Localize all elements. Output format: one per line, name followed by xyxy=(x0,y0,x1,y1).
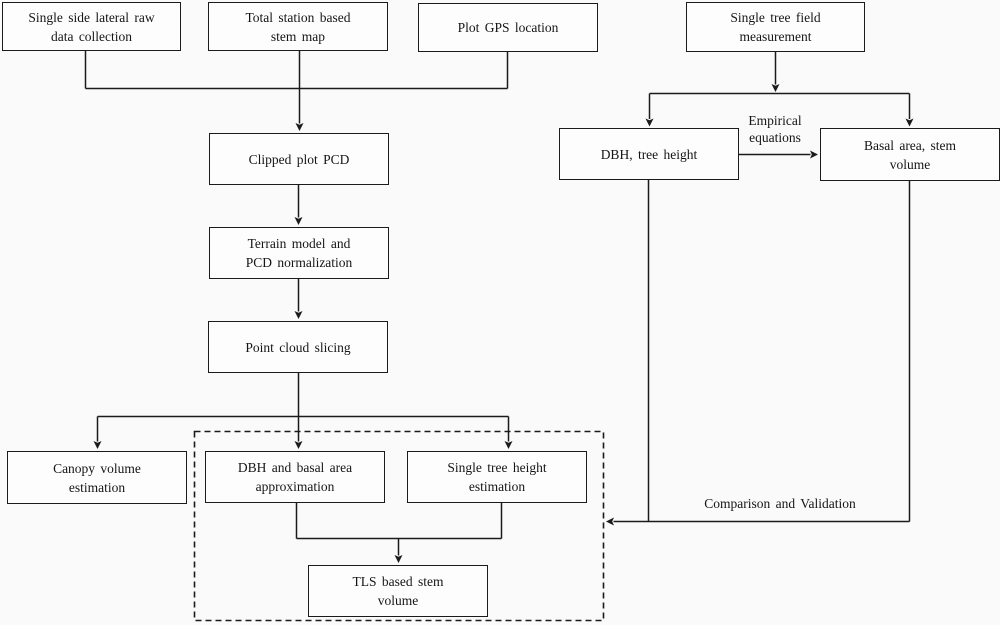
edge-validation-drops xyxy=(647,180,911,522)
node-single-tree-field-measurement: Single tree field measurement xyxy=(686,2,865,52)
node-point-cloud-slicing: Point cloud slicing xyxy=(208,321,388,373)
node-label: Canopy volume estimation xyxy=(53,460,141,495)
edge-label-text: Comparison and Validation xyxy=(704,496,856,511)
tls-estimation-dashed-group xyxy=(193,430,605,622)
node-dbh-tree-height: DBH, tree height xyxy=(559,128,739,180)
node-label: Clipped plot PCD xyxy=(248,151,350,167)
node-clipped-plot-pcd: Clipped plot PCD xyxy=(209,133,389,185)
node-label: DBH and basal area approximation xyxy=(237,460,353,494)
node-label: Single tree field measurement xyxy=(730,10,821,44)
node-canopy-volume-estimation: Canopy volume estimation xyxy=(7,451,187,504)
edge-label-empirical-equations: Empirical equations xyxy=(732,112,818,146)
node-label: Terrain model and PCD normalization xyxy=(245,236,353,270)
edge-label-text: Empirical equations xyxy=(748,113,802,145)
node-terrain-model-pcd-normalization: Terrain model and PCD normalization xyxy=(209,227,389,279)
node-label: Plot GPS location xyxy=(457,20,559,35)
node-single-side-lateral-raw-data-collection: Single side lateral raw data collection xyxy=(2,2,181,51)
edge-top-sources-bus xyxy=(84,51,509,90)
node-tls-based-stem-volume: TLS based stem volume xyxy=(308,565,488,617)
node-label: TLS based stem volume xyxy=(352,574,444,608)
node-plot-gps-location: Plot GPS location xyxy=(418,3,598,52)
edge-merge-bus xyxy=(295,503,503,540)
node-label: Single tree height estimation xyxy=(447,460,547,494)
edge-label-comparison-and-validation: Comparison and Validation xyxy=(660,495,900,512)
edge-slicing-fanout-bus xyxy=(97,373,509,418)
node-label: Basal area, stem volume xyxy=(863,137,957,172)
node-label: Total station based stem map xyxy=(245,9,351,44)
node-dbh-basal-area-approximation: DBH and basal area approximation xyxy=(205,451,385,503)
node-total-station-based-stem-map: Total station based stem map xyxy=(208,2,388,51)
node-label: DBH, tree height xyxy=(600,146,698,162)
node-basal-area-stem-volume: Basal area, stem volume xyxy=(820,128,1000,181)
node-label: Point cloud slicing xyxy=(245,339,351,355)
node-label: Single side lateral raw data collection xyxy=(28,9,155,44)
node-single-tree-height-estimation: Single tree height estimation xyxy=(407,451,587,503)
